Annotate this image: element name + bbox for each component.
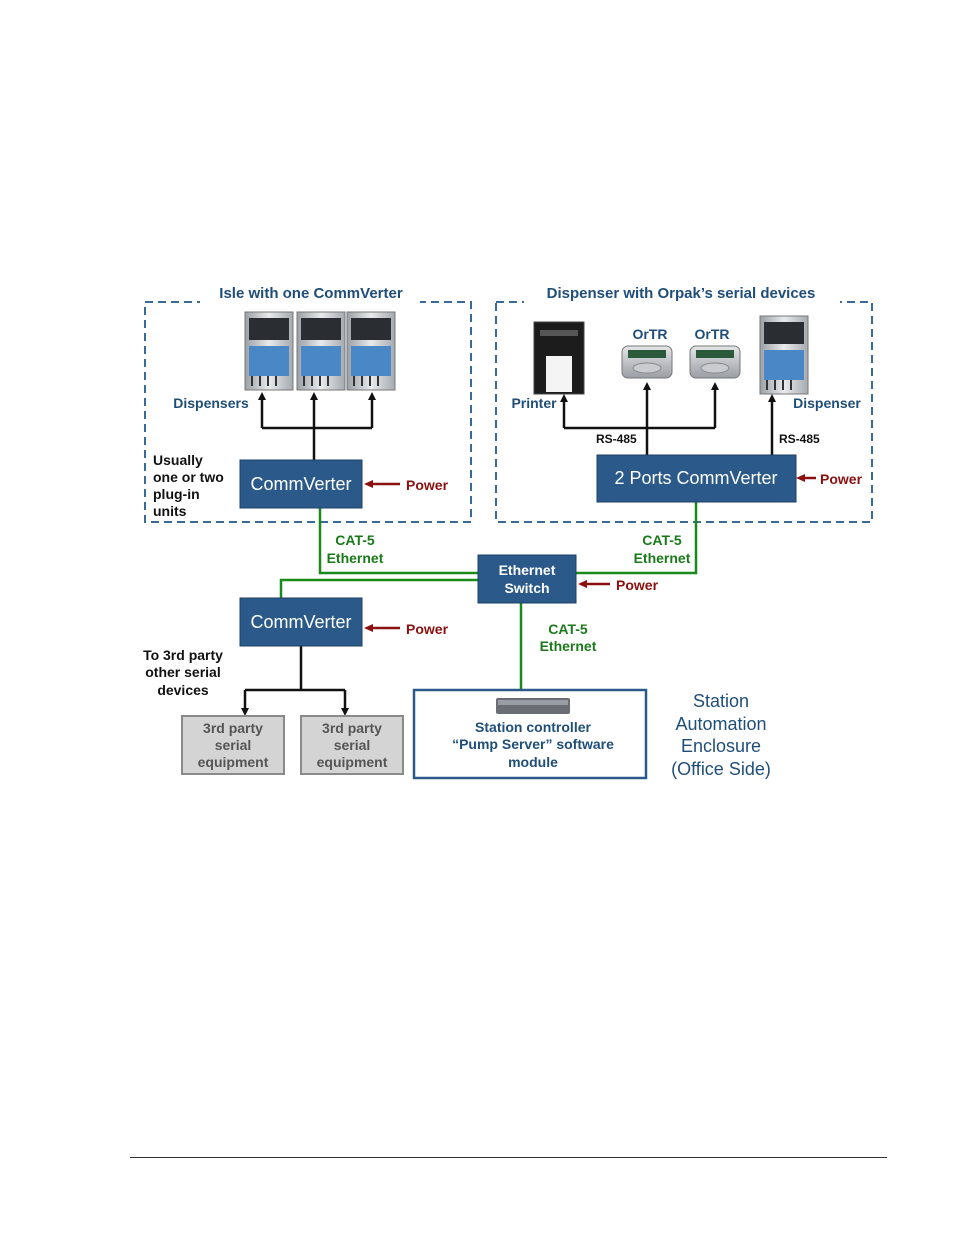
cat5-label: CAT-5 bbox=[335, 532, 375, 548]
station-controller-label: “Pump Server” software bbox=[452, 736, 614, 752]
dispenser-connectors bbox=[258, 392, 376, 460]
power-label: Power bbox=[406, 621, 449, 637]
third-party-label: 3rd party bbox=[322, 720, 382, 736]
usually-note: one or two bbox=[153, 469, 224, 485]
enclosure-label: Automation bbox=[675, 714, 766, 734]
ortr-icon bbox=[689, 345, 741, 379]
dispensers-label: Dispensers bbox=[173, 395, 249, 411]
printer-label: Printer bbox=[511, 395, 557, 411]
dispenser-group-title: Dispenser with Orpak’s serial devices bbox=[547, 285, 816, 302]
third-party-label: serial bbox=[334, 737, 371, 753]
ortr-icon bbox=[621, 345, 673, 379]
ethernet-cabling bbox=[279, 502, 698, 690]
commverter-2ports-label: 2 Ports CommVerter bbox=[614, 468, 777, 488]
dispenser-icon bbox=[346, 311, 396, 391]
third-party-label: 3rd party bbox=[203, 720, 263, 736]
cat5-label: Ethernet bbox=[634, 550, 691, 566]
ethernet-switch-box bbox=[477, 554, 577, 604]
third-party-box-1 bbox=[181, 715, 285, 775]
enclosure-label: Station bbox=[693, 691, 749, 711]
usually-note: plug-in bbox=[153, 486, 200, 502]
station-controller-label: module bbox=[508, 754, 558, 770]
commverter-top-box bbox=[239, 459, 363, 509]
power-label: Power bbox=[616, 577, 659, 593]
third-party-label: equipment bbox=[317, 754, 388, 770]
third-party-note: To 3rd party bbox=[143, 647, 223, 663]
power-label: Power bbox=[820, 471, 863, 487]
enclosure-label: Enclosure bbox=[681, 736, 761, 756]
serial-connectors bbox=[560, 382, 776, 455]
commverter-2ports-box bbox=[596, 454, 797, 503]
dispenser-icon bbox=[759, 315, 809, 395]
commverter-bottom-box bbox=[239, 597, 363, 647]
power-label: Power bbox=[406, 477, 449, 493]
ortr-label: OrTR bbox=[695, 326, 730, 342]
usually-note: Usually bbox=[153, 452, 203, 468]
commverter-top-label: CommVerter bbox=[250, 474, 351, 494]
commverter-bottom-label: CommVerter bbox=[250, 612, 351, 632]
cat5-label: CAT-5 bbox=[548, 621, 588, 637]
third-party-label: serial bbox=[215, 737, 252, 753]
enclosure-label: (Office Side) bbox=[671, 759, 771, 779]
usually-note: units bbox=[153, 503, 187, 519]
cat5-label: Ethernet bbox=[327, 550, 384, 566]
rs485-label: RS-485 bbox=[779, 432, 820, 446]
ortr-label: OrTR bbox=[633, 326, 668, 342]
dispenser-label: Dispenser bbox=[793, 395, 861, 411]
dispenser-icon bbox=[296, 311, 346, 391]
third-party-box-2 bbox=[300, 715, 404, 775]
footer-rule bbox=[130, 1157, 887, 1158]
ethernet-switch-label: Ethernet bbox=[499, 562, 556, 578]
server-icon bbox=[496, 698, 570, 714]
ethernet-switch-label: Switch bbox=[504, 580, 549, 596]
third-party-label: equipment bbox=[198, 754, 269, 770]
third-party-note: devices bbox=[157, 682, 209, 698]
dispenser-icon bbox=[244, 311, 294, 391]
rs485-label: RS-485 bbox=[596, 432, 637, 446]
third-party-note: other serial bbox=[145, 664, 220, 680]
station-controller-label: Station controller bbox=[475, 719, 591, 735]
cat5-label: CAT-5 bbox=[642, 532, 682, 548]
isle-group-title: Isle with one CommVerter bbox=[219, 285, 403, 302]
third-party-connectors bbox=[241, 646, 349, 716]
printer-icon bbox=[533, 321, 585, 395]
cat5-label: Ethernet bbox=[540, 638, 597, 654]
